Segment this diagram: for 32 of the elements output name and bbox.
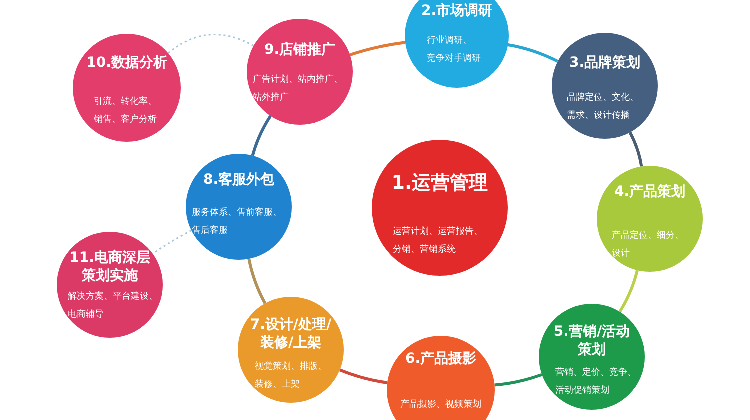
connector-line bbox=[339, 368, 388, 384]
dotted-line bbox=[152, 230, 192, 255]
topic-title: 1.运营管理 bbox=[392, 171, 488, 195]
topic-description: 运营计划、运营报告、分销、营销系统 bbox=[393, 226, 484, 257]
topic-description: 行业调研、竞争对手调研 bbox=[427, 34, 482, 66]
topic-description: 广告计划、站内推广、站外推广 bbox=[253, 74, 344, 105]
connector-line bbox=[350, 41, 406, 57]
topic-title: 9.店铺推广 bbox=[264, 41, 336, 59]
topic-title: 5.营销/活动策划 bbox=[552, 323, 632, 359]
topic-title: 6.产品摄影 bbox=[405, 350, 477, 368]
topic-description: 产品摄影、视频策划 bbox=[400, 398, 482, 412]
dotted-line bbox=[168, 34, 254, 54]
topic-description: 视觉策划、排版、装修、上架 bbox=[255, 360, 328, 392]
connector-line bbox=[251, 115, 272, 156]
topic-description: 品牌定位、文化、需求、设计传播 bbox=[567, 92, 640, 123]
connector-line bbox=[494, 373, 543, 387]
topic-title: 8.客服外包 bbox=[203, 171, 275, 189]
topic-title: 10.数据分析 bbox=[86, 54, 168, 72]
topic-title: 2.市场调研 bbox=[421, 2, 493, 20]
topic-title: 3.品牌策划 bbox=[569, 54, 641, 72]
connector-line bbox=[628, 132, 644, 167]
topic-title: 7.设计/处理/装修/上架 bbox=[249, 316, 333, 352]
topic-description: 营销、定价、竞争、活动促销策划 bbox=[556, 366, 638, 398]
topic-description: 引流、转化率、销售、客户分析 bbox=[94, 96, 158, 127]
connector-line bbox=[508, 44, 559, 63]
connector-line bbox=[618, 270, 639, 313]
topic-title: 4.产品策划 bbox=[614, 183, 686, 201]
connector-line bbox=[248, 258, 267, 304]
topic-description: 产品定位、细分、设计 bbox=[612, 230, 685, 261]
topic-title: 11.电商深层策划实施 bbox=[68, 249, 152, 285]
topic-description: 服务体系、售前客服、售后客服 bbox=[192, 206, 283, 238]
topic-description: 解决方案、平台建设、电商辅导 bbox=[68, 290, 159, 322]
